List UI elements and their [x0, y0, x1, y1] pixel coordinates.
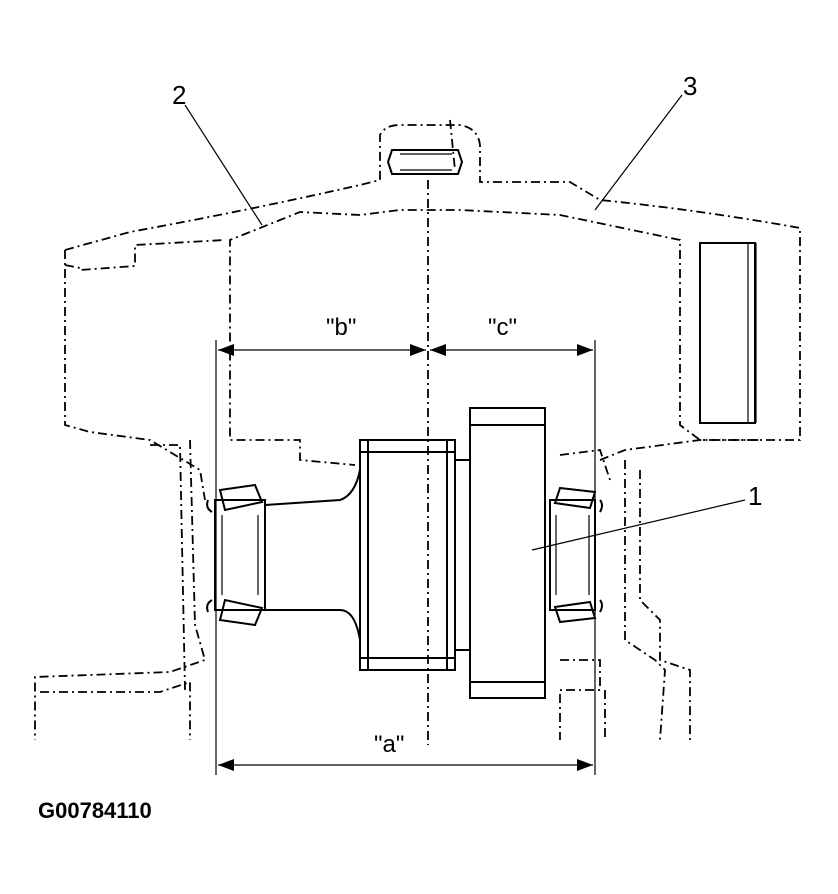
callout-2: 2 — [172, 80, 186, 110]
driven-gear-1 — [469, 407, 546, 699]
right-bearing — [549, 486, 603, 624]
callout-3: 3 — [683, 71, 697, 101]
figure-code: G00784110 — [38, 798, 152, 823]
callout-1: 1 — [748, 481, 762, 511]
dimension-a-label: "a" — [374, 731, 404, 758]
leader-lines — [184, 94, 746, 551]
dimension-c — [430, 344, 593, 356]
dimension-c-label: "c" — [488, 314, 517, 341]
dimension-a — [218, 759, 593, 771]
extension-lines — [215, 340, 596, 775]
housing-outline — [34, 119, 801, 741]
left-bearing — [206, 483, 266, 627]
drive-gear — [359, 439, 456, 671]
drain-plug — [386, 149, 464, 175]
dimension-b — [218, 344, 426, 356]
dimension-b-label: "b" — [326, 314, 356, 341]
right-flange — [699, 242, 757, 424]
